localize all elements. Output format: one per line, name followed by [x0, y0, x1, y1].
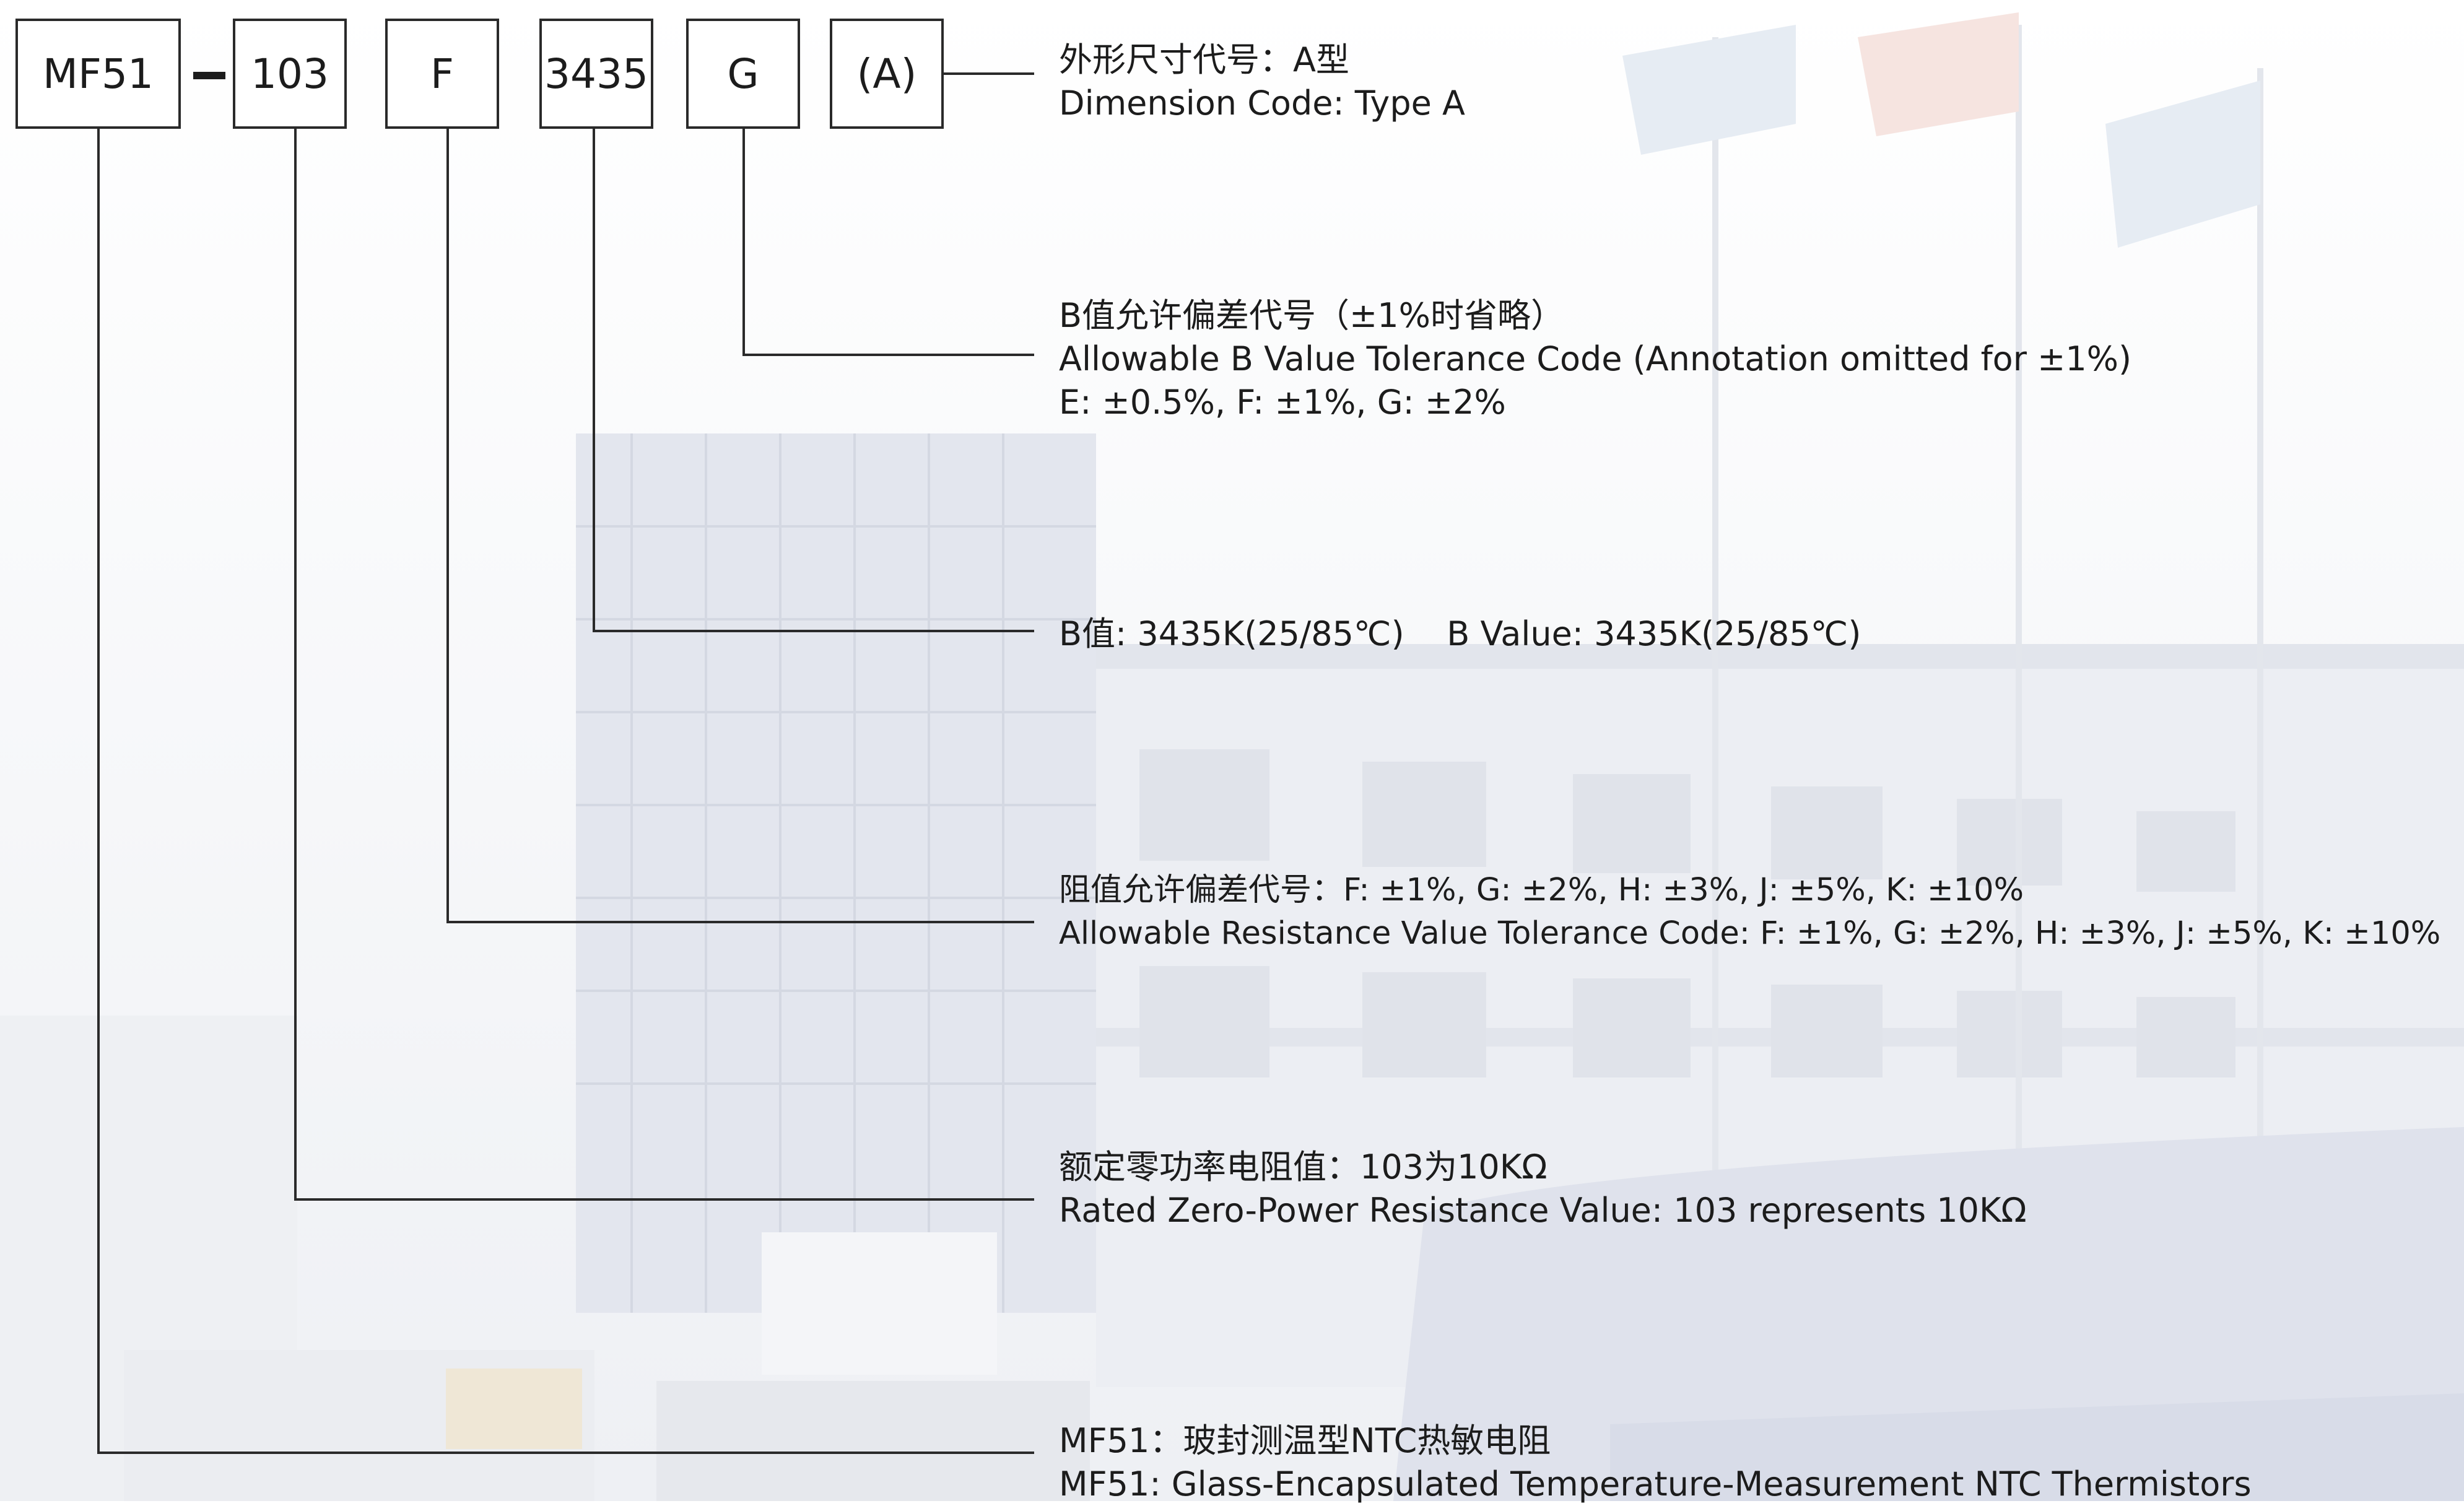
annotation-resistance-tolerance-zh: 阻值允许偏差代号：F: ±1%, G: ±2%, H: ±3%, J: ±5%,… [1059, 872, 2024, 908]
connector-resistance-horizontal [294, 1198, 1034, 1201]
code-box-b-value: 3435 [539, 19, 653, 129]
connector-b-value-horizontal [593, 630, 1034, 632]
connector-b-tolerance-vertical [742, 129, 745, 355]
annotation-b-tolerance-values: E: ±0.5%, F: ±1%, G: ±2% [1059, 383, 1506, 422]
code-box-b-tolerance: G [686, 19, 800, 129]
annotation-dimension-en: Dimension Code: Type A [1059, 84, 1465, 123]
annotation-b-tolerance-zh: B值允许偏差代号（±1%时省略） [1059, 296, 1564, 335]
annotation-b-tolerance-en: Allowable B Value Tolerance Code (Annota… [1059, 339, 2132, 378]
connector-b-tolerance-horizontal [742, 354, 1034, 356]
annotation-b-value-text: B值: 3435K(25/85℃) B Value: 3435K(25/85℃) [1059, 614, 1861, 653]
code-separator-dash [193, 72, 225, 79]
annotation-series-en: MF51: Glass-Encapsulated Temperature-Mea… [1059, 1465, 2252, 1504]
code-box-resistance: 103 [233, 19, 347, 129]
annotation-series: MF51：玻封测温型NTC热敏电阻 MF51: Glass-Encapsulat… [1059, 1419, 2252, 1506]
code-dimension-text: (A) [856, 50, 917, 98]
annotation-resistance: 额定零功率电阻值：103为10KΩ Rated Zero-Power Resis… [1059, 1146, 2027, 1232]
code-box-resistance-tolerance: F [385, 19, 499, 129]
code-b-tolerance-text: G [727, 50, 759, 98]
annotation-dimension: 外形尺寸代号：A型 Dimension Code: Type A [1059, 38, 1465, 125]
code-box-dimension: (A) [830, 19, 944, 129]
annotation-resistance-tolerance-en: Allowable Resistance Value Tolerance Cod… [1059, 915, 2441, 952]
annotation-dimension-zh: 外形尺寸代号：A型 [1059, 40, 1349, 79]
code-series-text: MF51 [43, 50, 154, 98]
code-resistance-tolerance-text: F [430, 50, 454, 98]
annotation-series-zh: MF51：玻封测温型NTC热敏电阻 [1059, 1421, 1551, 1460]
annotation-b-value: B值: 3435K(25/85℃) B Value: 3435K(25/85℃) [1059, 612, 1861, 656]
code-resistance-text: 103 [251, 50, 329, 98]
connector-resistance-tolerance-horizontal [446, 921, 1034, 923]
annotation-resistance-en: Rated Zero-Power Resistance Value: 103 r… [1059, 1191, 2027, 1230]
connector-series-horizontal [97, 1452, 1034, 1454]
annotation-resistance-tolerance: 阻值允许偏差代号：F: ±1%, G: ±2%, H: ±3%, J: ±5%,… [1059, 869, 2440, 955]
code-b-value-text: 3435 [544, 50, 648, 98]
connector-b-value-vertical [593, 129, 595, 632]
connector-resistance-vertical [294, 129, 297, 1200]
annotation-resistance-zh: 额定零功率电阻值：103为10KΩ [1059, 1147, 1548, 1186]
connector-series-vertical [97, 129, 100, 1453]
connector-dimension-horizontal [944, 72, 1034, 75]
code-box-series: MF51 [15, 19, 181, 129]
connector-resistance-tolerance-vertical [446, 129, 449, 923]
annotation-b-tolerance: B值允许偏差代号（±1%时省略） Allowable B Value Toler… [1059, 294, 2131, 424]
